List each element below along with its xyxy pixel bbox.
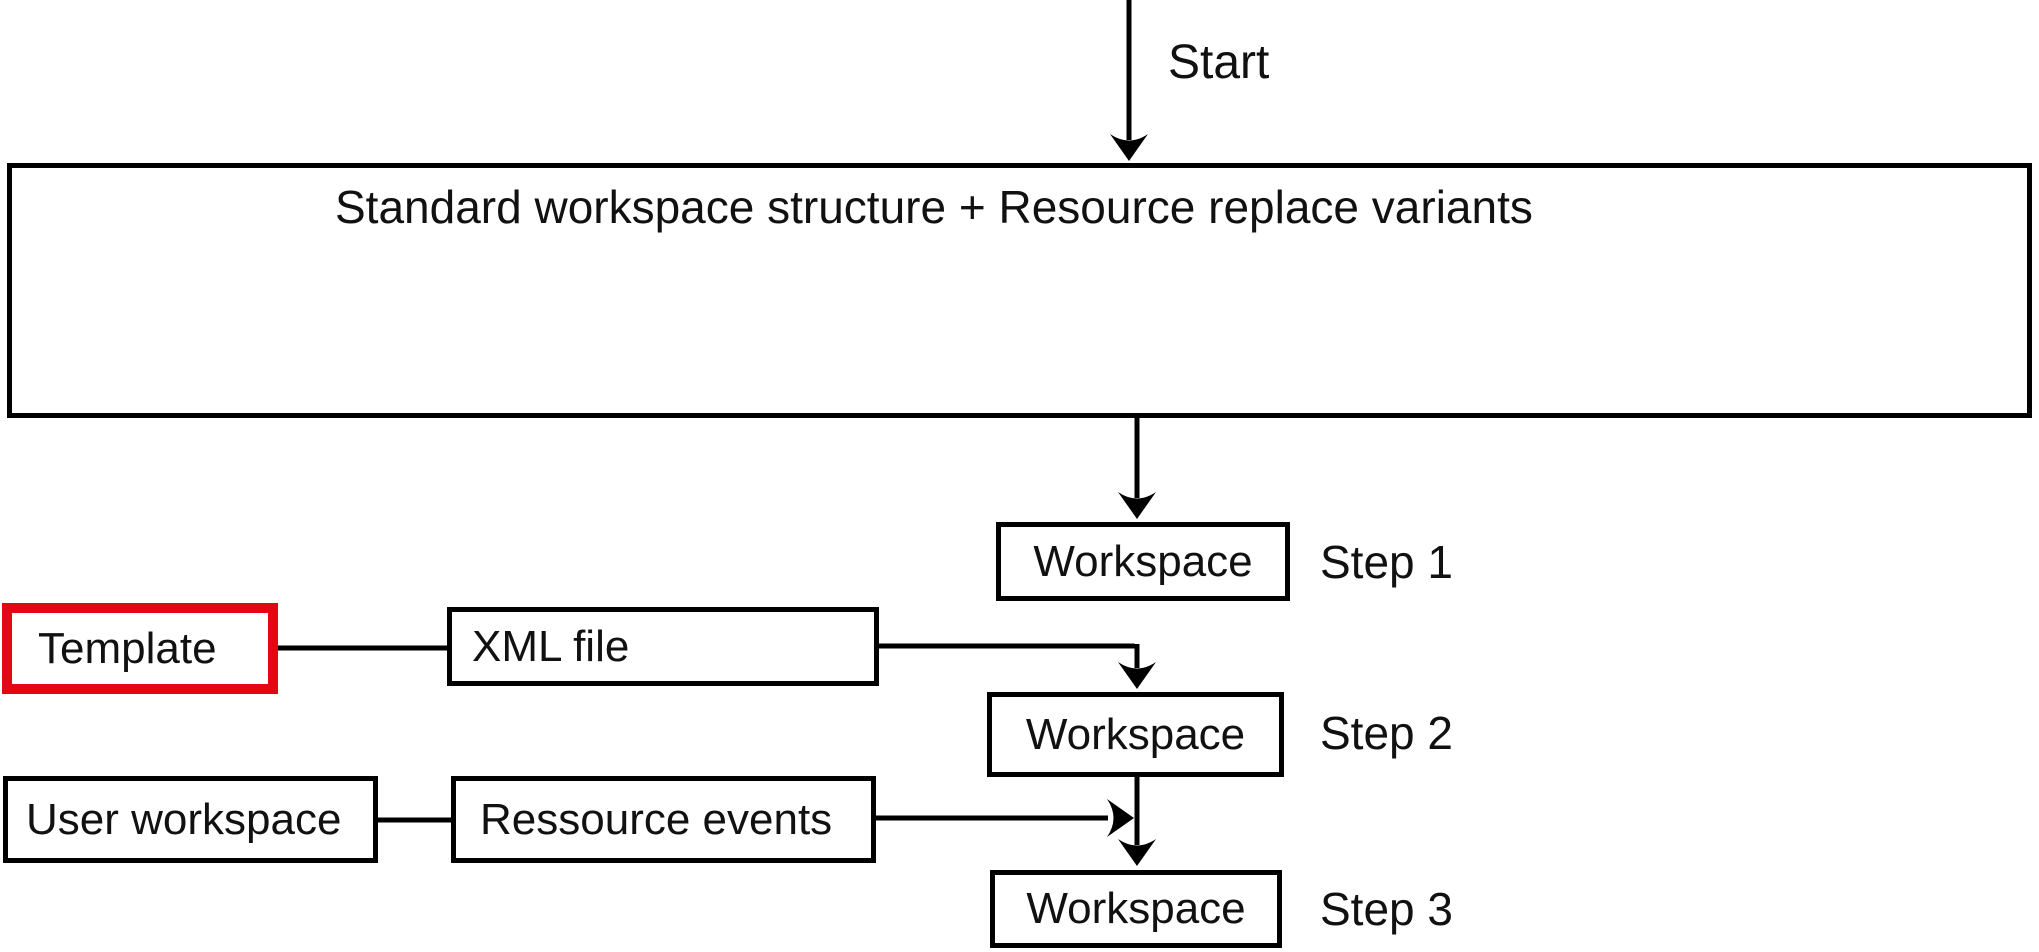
user-workspace-box-label: User workspace [26,794,342,844]
xml-file-box: XML file [447,607,879,686]
start-label: Start [1168,36,1270,89]
xml-step2-arrow-line [879,643,1140,668]
step1-arrowhead-icon [1118,492,1156,519]
step-2-label: Step 2 [1320,707,1453,759]
main-box-label: Standard workspace structure + Resource … [335,181,1533,233]
workspace-box-label: Workspace [1033,536,1253,586]
workspace-box-step-1: Workspace [996,522,1290,601]
resource-events-box-label: Ressource events [480,794,833,844]
workspace-box-step-3: Workspace [990,870,1282,948]
workspace-box-step-2: Workspace [987,692,1284,777]
main-box: Standard workspace structure + Resource … [7,163,2032,418]
user-workspace-box: User workspace [3,776,378,863]
template-box-label: Template [38,623,217,673]
step-3-label: Step 3 [1320,883,1453,935]
xml-file-box-label: XML file [472,621,630,671]
template-box: Template [2,603,278,694]
step3-arrowhead-icon [1118,839,1156,866]
resource-events-box: Ressource events [451,776,876,863]
start-arrowhead-icon [1110,134,1148,161]
resevents-arrowhead-icon [1107,799,1134,837]
workspace-box-label: Workspace [1025,709,1246,759]
workspace-box-label: Workspace [1026,884,1246,933]
step-1-label: Step 1 [1320,536,1453,588]
step2-arrowhead-icon [1118,662,1156,689]
